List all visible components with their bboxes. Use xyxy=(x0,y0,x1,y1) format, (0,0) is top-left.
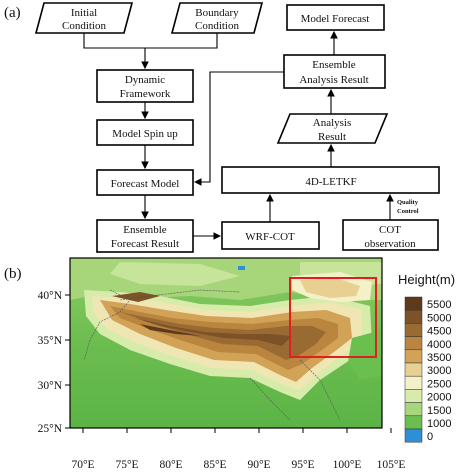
svg-text:Ensemble: Ensemble xyxy=(312,59,355,71)
legend-title: Height(m) xyxy=(398,272,455,287)
legend-swatch xyxy=(404,323,423,337)
svg-text:Analysis Result: Analysis Result xyxy=(299,74,368,86)
node-wrf-cot: WRF-COT xyxy=(221,221,320,250)
svg-text:Initial: Initial xyxy=(71,7,97,19)
panel-b-label: (b) xyxy=(4,266,22,282)
svg-text:Model Forecast: Model Forecast xyxy=(301,13,370,25)
svg-text:Result: Result xyxy=(318,131,346,143)
legend-swatch xyxy=(404,362,423,377)
legend-level-label: 5500 xyxy=(427,299,451,311)
terrain-map xyxy=(70,258,382,428)
panel-a-label: (a) xyxy=(4,5,21,21)
node-boundary-condition: Boundary Condition xyxy=(170,2,264,34)
legend-level-label: 0 xyxy=(427,431,433,443)
svg-text:Framework: Framework xyxy=(120,88,171,100)
node-ensemble-analysis-result: Ensemble Analysis Result xyxy=(283,54,386,89)
legend-level-label: 2500 xyxy=(427,378,451,390)
legend-level-label: 4500 xyxy=(427,326,451,338)
svg-text:Ensemble: Ensemble xyxy=(123,224,166,236)
legend-swatch xyxy=(404,402,423,417)
svg-text:Control: Control xyxy=(397,208,419,215)
svg-text:Dynamic: Dynamic xyxy=(125,74,165,86)
lon-tick-label: 105°E xyxy=(377,459,406,471)
legend-swatch xyxy=(404,389,423,403)
map-ticks: 40°N 35°N 30°N 25°N 70°E 75°E 80°E 85°E 90°E 95°E… xyxy=(38,290,406,471)
svg-text:Forecast Result: Forecast Result xyxy=(111,238,179,250)
study-area-box xyxy=(289,277,377,358)
svg-text:4D-LETKF: 4D-LETKF xyxy=(305,176,356,188)
lon-tick-label: 70°E xyxy=(71,459,94,471)
lon-tick-label: 100°E xyxy=(333,459,362,471)
node-4d-letkf: 4D-LETKF xyxy=(221,166,440,194)
lon-tick-label: 75°E xyxy=(115,459,138,471)
svg-text:observation: observation xyxy=(364,238,416,250)
node-model-forecast: Model Forecast xyxy=(286,4,385,31)
svg-text:Boundary: Boundary xyxy=(195,7,239,19)
node-model-spin-up: Model Spin up xyxy=(96,119,194,146)
node-ensemble-forecast-result: Ensemble Forecast Result xyxy=(96,219,194,253)
svg-text:Condition: Condition xyxy=(195,20,240,32)
lon-tick-label: 90°E xyxy=(247,459,270,471)
legend-level-label: 4000 xyxy=(427,339,451,351)
svg-text:Forecast Model: Forecast Model xyxy=(111,178,180,190)
legend-level-label: 3000 xyxy=(427,365,451,377)
lon-tick-label: 85°E xyxy=(203,459,226,471)
legend-level-label: 5000 xyxy=(427,312,451,324)
node-initial-condition: Initial Condition xyxy=(34,2,134,34)
legend-swatch xyxy=(404,428,423,443)
node-analysis-result: Analysis Result xyxy=(276,113,389,144)
legend-swatch xyxy=(404,415,423,430)
legend-swatch xyxy=(404,349,423,364)
quality-control-label: Quality Control xyxy=(397,199,419,215)
legend-level-label: 1000 xyxy=(427,418,451,430)
svg-text:WRF-COT: WRF-COT xyxy=(245,231,295,243)
legend-level-label: 1500 xyxy=(427,405,451,417)
legend-level-label: 2000 xyxy=(427,392,451,404)
lon-tick-label: 95°E xyxy=(291,459,314,471)
lat-tick-label: 35°N xyxy=(38,335,63,347)
flow-arrows xyxy=(83,30,394,240)
node-dynamic-framework: Dynamic Framework xyxy=(96,69,194,103)
node-forecast-model: Forecast Model xyxy=(96,169,194,196)
legend-level-label: 3500 xyxy=(427,352,451,364)
svg-text:COT: COT xyxy=(379,224,401,236)
legend-swatch xyxy=(404,336,423,351)
svg-text:Quality: Quality xyxy=(397,199,419,206)
svg-text:Model Spin up: Model Spin up xyxy=(112,128,178,140)
node-cot-observation: COT observation xyxy=(342,219,439,251)
lat-tick-label: 30°N xyxy=(38,380,63,392)
legend-swatch xyxy=(404,296,423,311)
lat-tick-label: 40°N xyxy=(38,290,63,302)
svg-text:Condition: Condition xyxy=(62,20,107,32)
legend-swatch xyxy=(404,375,423,390)
map-frame xyxy=(69,257,383,429)
lon-tick-label: 80°E xyxy=(159,459,182,471)
lat-tick-label: 25°N xyxy=(38,423,63,435)
svg-text:Analysis: Analysis xyxy=(313,117,352,129)
legend-swatch xyxy=(404,309,423,324)
